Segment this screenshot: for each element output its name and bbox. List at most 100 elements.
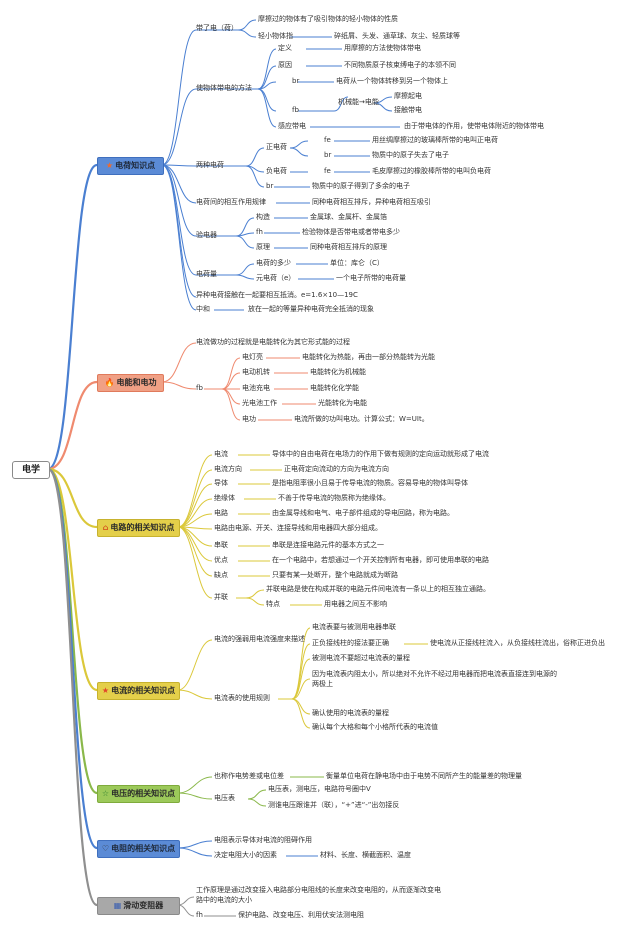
node[interactable]: 正电荷 <box>266 143 287 151</box>
node[interactable]: 碎纸屑、头发、通草球、灰尘、轻质球等 <box>334 32 460 40</box>
node[interactable]: 串联 <box>214 541 228 549</box>
node[interactable]: 不同物质原子核束缚电子的本领不同 <box>344 61 456 69</box>
node[interactable]: 电压表，测电压，电路符号圈中V <box>268 785 371 793</box>
node[interactable]: 电能转化化学能 <box>310 384 359 392</box>
topic-current[interactable]: ★电流的相关知识点 <box>97 682 180 700</box>
node[interactable]: fh <box>256 228 263 236</box>
node[interactable]: 使物体带电的方法 <box>196 84 252 92</box>
node[interactable]: 用丝绸摩擦过的玻璃棒所带的电叫正电荷 <box>372 136 498 144</box>
node[interactable]: 并联 <box>214 593 228 601</box>
node[interactable]: 摩擦过的物体有了吸引物体的轻小物体的性质 <box>258 15 398 23</box>
node[interactable]: 确认每个大格和每个小格所代表的电流值 <box>312 723 438 731</box>
node[interactable]: 机械能→电能 <box>338 98 379 106</box>
node[interactable]: 被测电流不要超过电流表的量程 <box>312 654 410 662</box>
topic-rheostat[interactable]: ▦滑动变阻器 <box>97 897 180 915</box>
node[interactable]: 感应带电 <box>278 122 306 130</box>
node[interactable]: fb <box>196 384 203 392</box>
node[interactable]: 单位：库仑（C） <box>330 259 384 267</box>
node[interactable]: 是指电阻率很小且易于传导电流的物质。容易导电的物体叫导体 <box>272 479 468 487</box>
node[interactable]: 在一个电路中，若想通过一个开关控制所有电器，即可使用串联的电路 <box>272 556 489 564</box>
node[interactable]: fe <box>324 136 331 144</box>
node[interactable]: 导体 <box>214 479 228 487</box>
node[interactable]: 用摩擦的方法使物体带电 <box>344 44 421 52</box>
topic-charge[interactable]: ★电荷知识点 <box>97 157 164 175</box>
node[interactable]: 材料、长度、横截面积、温度 <box>320 851 411 859</box>
node[interactable]: 电阻表示导体对电流的阻碍作用 <box>214 836 312 844</box>
node[interactable]: 用电器之间互不影响 <box>324 600 387 608</box>
topic-voltage[interactable]: ☆电压的相关知识点 <box>97 785 180 803</box>
node[interactable]: 正负接线柱的接法要正确 <box>312 639 389 647</box>
node[interactable]: 由于带电体的作用，使带电体附近的物体带电 <box>404 122 544 130</box>
node[interactable]: 保护电路、改变电压、利用伏安法测电阻 <box>238 911 364 919</box>
node[interactable]: 特点 <box>266 600 280 608</box>
node[interactable]: 同种电荷相互排斥的原理 <box>310 243 387 251</box>
node[interactable]: 放在一起的等量异种电荷完全抵消的现象 <box>248 305 374 313</box>
node[interactable]: 优点 <box>214 556 228 564</box>
node[interactable]: 毛皮摩擦过的橡胶棒所带的电叫负电荷 <box>372 167 491 175</box>
node[interactable]: 接触带电 <box>394 106 422 114</box>
node[interactable]: 带了电（荷） <box>196 24 238 32</box>
node[interactable]: 因为电流表内阻太小，所以绝对不允许不经过用电器而把电流表直接连到电源的 <box>312 670 557 678</box>
node[interactable]: 物质中的原子得到了多余的电子 <box>312 182 410 190</box>
root-node[interactable]: 电学 <box>12 461 50 479</box>
node[interactable]: 电流表的使用规则 <box>214 694 270 702</box>
node[interactable]: 电流的强弱用电流强度来描述 <box>214 635 305 643</box>
node[interactable]: 轻小物体指 <box>258 32 293 40</box>
node[interactable]: 缺点 <box>214 571 228 579</box>
node[interactable]: 串联是连接电路元件的基本方式之一 <box>272 541 384 549</box>
node[interactable]: 电流所做的功叫电功。计算公式：W=UIt。 <box>294 415 429 423</box>
node[interactable]: 一个电子所带的电荷量 <box>336 274 406 282</box>
node[interactable]: 路中的电流的大小 <box>196 896 252 904</box>
node[interactable]: fb <box>292 106 299 114</box>
node[interactable]: 由金属导线和电气、电子部件组成的导电回路，称为电路。 <box>272 509 454 517</box>
node[interactable]: 只要有某一处断开，整个电路就成为断路 <box>272 571 398 579</box>
node[interactable]: 电功 <box>242 415 256 423</box>
node[interactable]: 电灯亮 <box>242 353 263 361</box>
node[interactable]: br <box>292 77 300 85</box>
node[interactable]: 决定电阻大小的因素 <box>214 851 277 859</box>
node[interactable]: 光电池工作 <box>242 399 277 407</box>
node[interactable]: 并联电路是使在构成并联的电路元件间电流有一条以上的相互独立通路。 <box>266 585 490 593</box>
node[interactable]: 原因 <box>278 61 292 69</box>
node[interactable]: 测谁电压跟谁并（联），“+”进“-”出勿接反 <box>268 801 400 809</box>
node[interactable]: 电流 <box>214 450 228 458</box>
node[interactable]: 电流表要与被测用电器串联 <box>312 623 396 631</box>
topic-circuit[interactable]: ⌂电路的相关知识点 <box>97 519 180 537</box>
node[interactable]: 异种电荷接触在一起要相互抵消。e=1.6×10—19C <box>196 291 358 299</box>
node[interactable]: 两种电荷 <box>196 161 224 169</box>
node[interactable]: 定义 <box>278 44 292 52</box>
node[interactable]: 工作原理是通过改变接入电路部分电阻线的长度来改变电阻的，从而逐渐改变电 <box>196 886 441 894</box>
node[interactable]: fe <box>324 167 331 175</box>
node[interactable]: 电流做功的过程就是电能转化为其它形式能的过程 <box>196 338 350 346</box>
topic-energy-work[interactable]: 🔥电能和电功 <box>97 374 164 392</box>
node[interactable]: 电能转化为热能，再由一部分热能转为光能 <box>302 353 435 361</box>
node[interactable]: 电路 <box>214 509 228 517</box>
node[interactable]: 衡量单位电荷在静电场中由于电势不同所产生的能量差的物理量 <box>326 772 522 780</box>
node[interactable]: 电荷间的相互作用规律 <box>196 198 266 206</box>
node[interactable]: 验电器 <box>196 231 217 239</box>
node[interactable]: 构造 <box>256 213 270 221</box>
node[interactable]: 也称作电势差或电位差 <box>214 772 284 780</box>
node[interactable]: 电池充电 <box>242 384 270 392</box>
topic-resistance[interactable]: ♡电阻的相关知识点 <box>97 840 180 858</box>
node[interactable]: 元电荷（e） <box>256 274 296 282</box>
node[interactable]: 摩擦起电 <box>394 92 422 100</box>
node[interactable]: 正电荷定向流动的方向为电流方向 <box>284 465 389 473</box>
node[interactable]: 检验物体是否带电或者带电多少 <box>302 228 400 236</box>
node[interactable]: 电能转化为机械能 <box>310 368 366 376</box>
node[interactable]: br <box>324 151 332 159</box>
node[interactable]: 电荷量 <box>196 270 217 278</box>
node[interactable]: 两极上 <box>312 680 333 688</box>
node[interactable]: 中和 <box>196 305 210 313</box>
node[interactable]: fh <box>196 911 203 919</box>
node[interactable]: 光能转化为电能 <box>318 399 367 407</box>
node[interactable]: 使电流从正接线柱流入，从负接线柱流出，俗称正进负出 <box>430 639 605 647</box>
node[interactable]: br <box>266 182 274 190</box>
node[interactable]: 同种电荷相互排斥，异种电荷相互吸引 <box>312 198 431 206</box>
node[interactable]: 负电荷 <box>266 167 287 175</box>
node[interactable]: 电动机转 <box>242 368 270 376</box>
node[interactable]: 电流方向 <box>214 465 242 473</box>
node[interactable]: 确认使用的电流表的量程 <box>312 709 389 717</box>
node[interactable]: 绝缘体 <box>214 494 235 502</box>
node[interactable]: 不善于传导电流的物质称为绝缘体。 <box>278 494 390 502</box>
